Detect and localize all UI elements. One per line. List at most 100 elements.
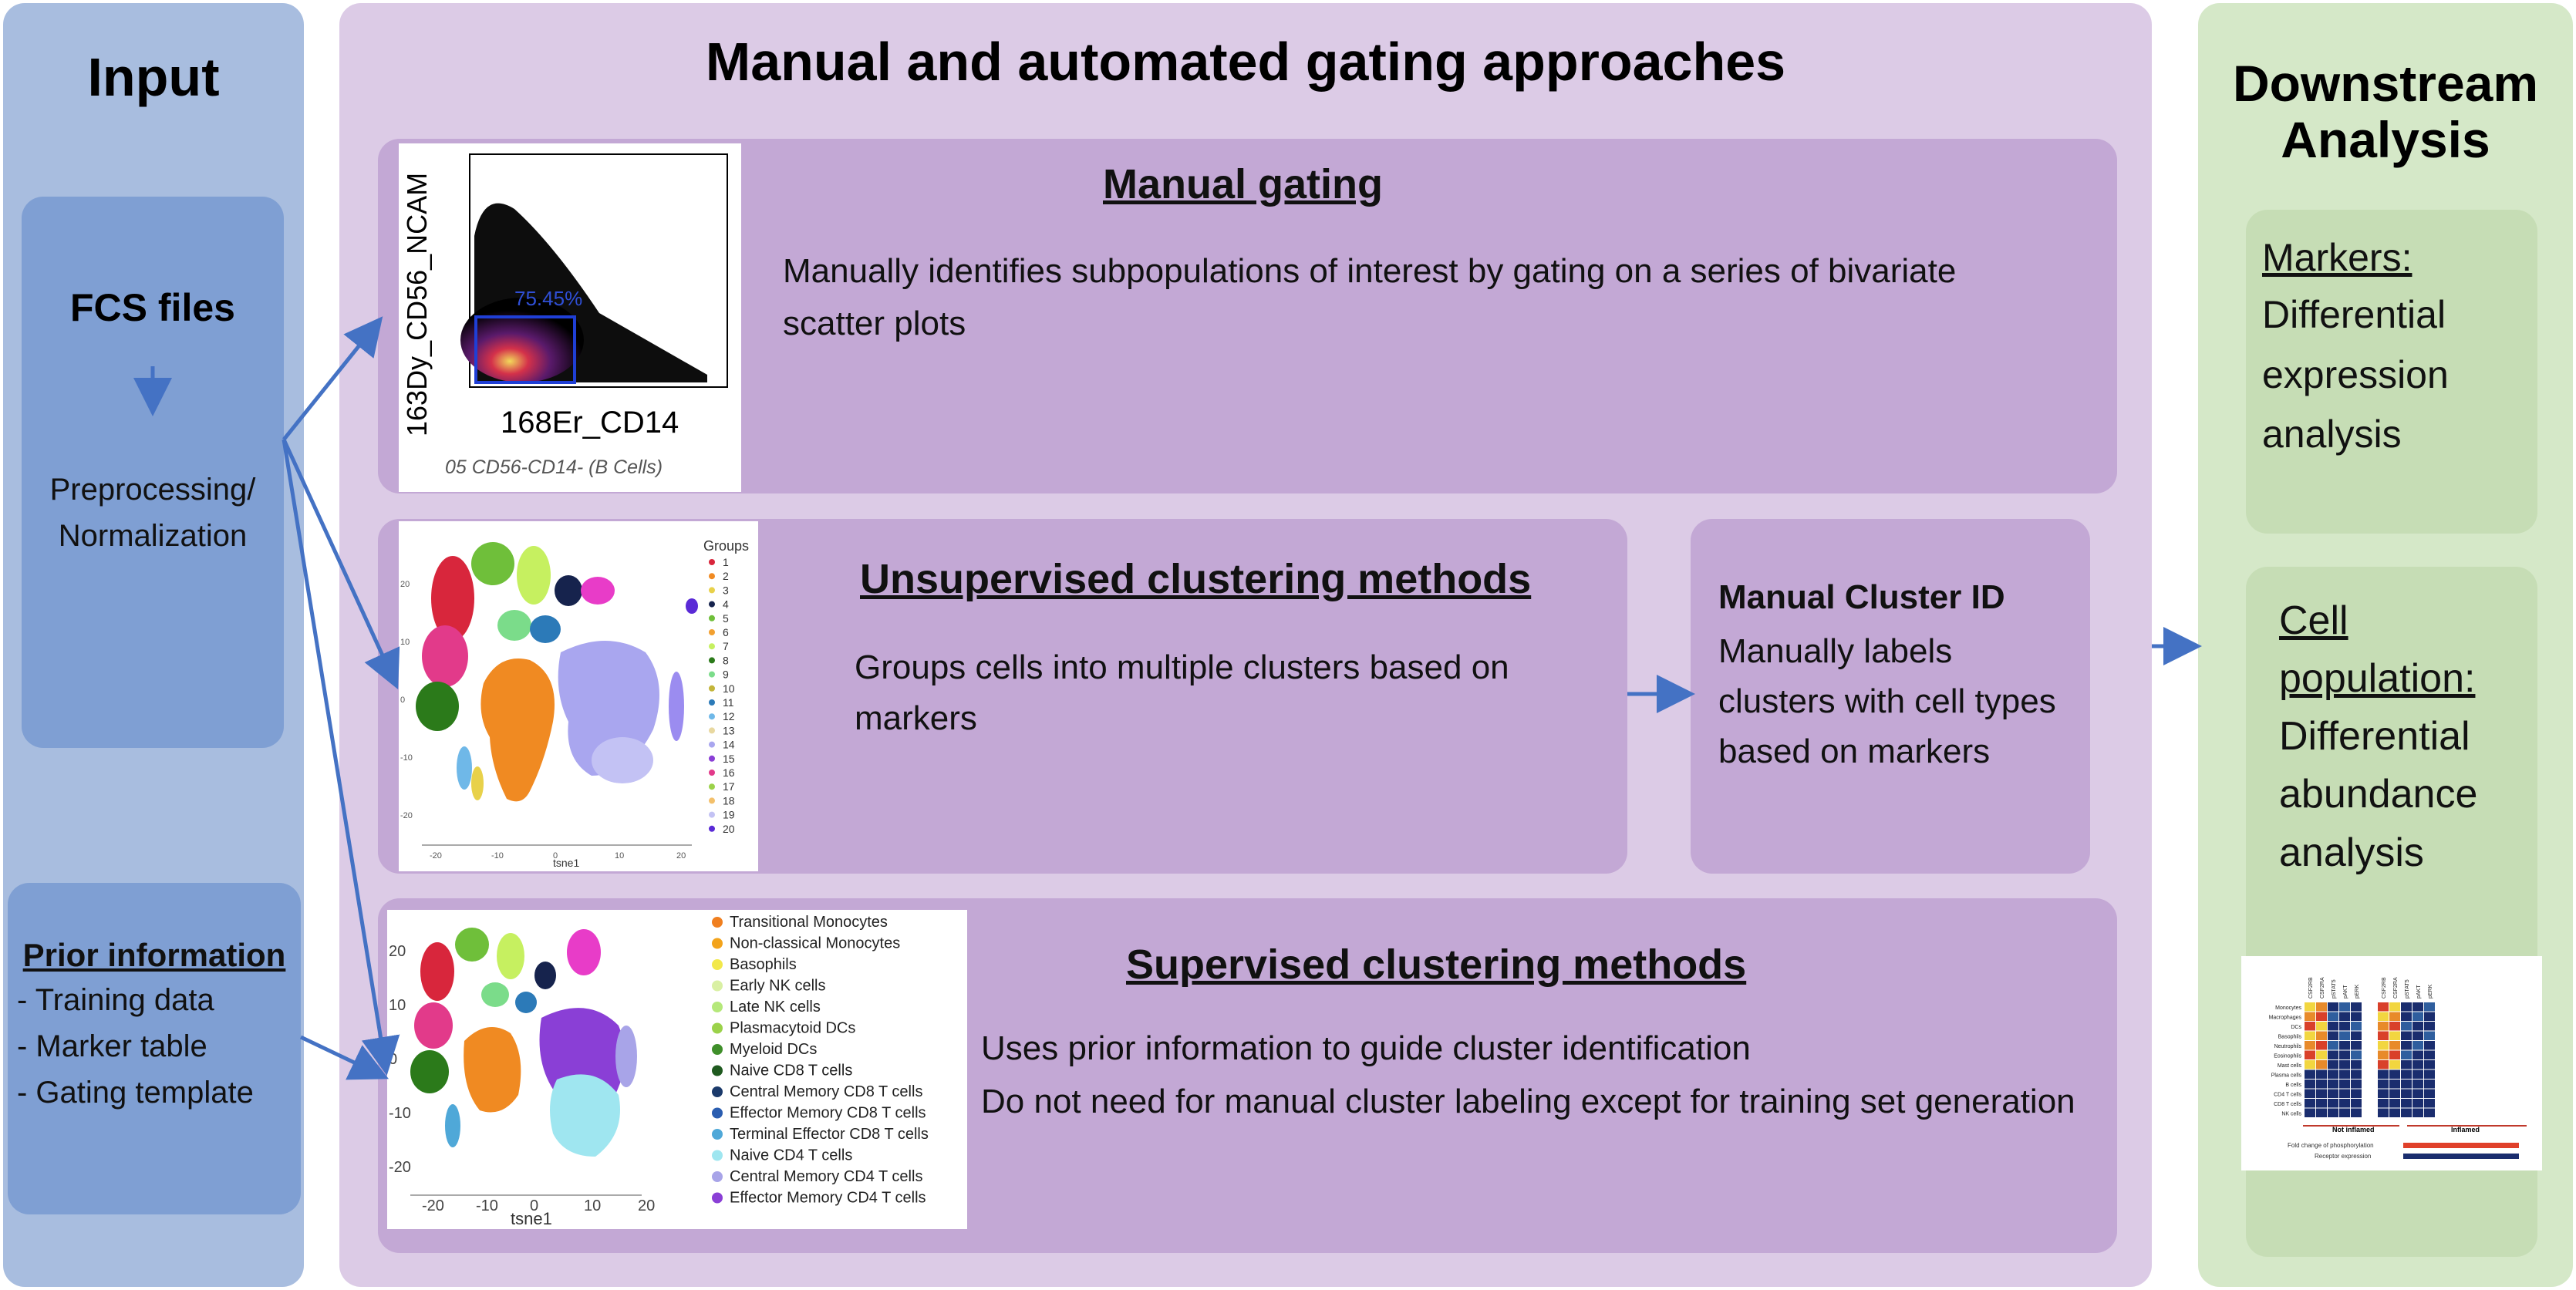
- heatmap-row-label: Plasma cells: [2271, 1073, 2302, 1079]
- heatmap-row-label: Mast cells: [2278, 1063, 2302, 1069]
- cell-type-legend-label: Terminal Effector CD8 T cells: [730, 1126, 929, 1143]
- preprocessing-label: Preprocessing/ Normalization: [49, 473, 256, 553]
- heatmap-cell: [2339, 1050, 2350, 1059]
- heatmap-cell: [2401, 1079, 2412, 1089]
- group-legend-label: 10: [723, 682, 735, 695]
- group-legend-label: 14: [723, 739, 735, 751]
- group-legend-label: 1: [723, 556, 729, 568]
- tsne-x-axis-label: tsne1: [553, 857, 579, 869]
- group-legend-swatch: [709, 770, 715, 776]
- group-legend-label: 9: [723, 669, 729, 681]
- heatmap-cell: [2412, 1060, 2423, 1069]
- heatmap-cell: [2339, 1069, 2350, 1079]
- heatmap-cell: [2305, 1050, 2315, 1059]
- cell-type-legend-label: Central Memory CD8 T cells: [730, 1083, 922, 1100]
- heatmap-cell: [2339, 1041, 2350, 1050]
- heatmap-cell: [2339, 1031, 2350, 1040]
- scatter-y-axis-label: 163Dy_CD56_NCAM: [401, 173, 433, 436]
- heatmap-cells: [2305, 1002, 2435, 1117]
- heatmap-scale-bar-2: [2403, 1154, 2519, 1159]
- heatmap-cell: [2401, 1002, 2412, 1012]
- heatmap-row-label: Monocytes: [2275, 1005, 2301, 1011]
- groups-legend-title: Groups: [703, 538, 749, 554]
- heatmap-cell: [2424, 1012, 2435, 1021]
- heatmap-cell: [2328, 1031, 2338, 1040]
- heatmap-cell: [2316, 1089, 2327, 1098]
- heatmap-cell: [2305, 1089, 2315, 1098]
- cell-type-legend-label: Effector Memory CD8 T cells: [730, 1105, 926, 1122]
- heatmap-cell: [2316, 1079, 2327, 1089]
- cell-type-legend-label: Non-classical Monocytes: [730, 935, 900, 952]
- group-legend-swatch: [709, 699, 715, 706]
- tsne-x-tick: 20: [676, 851, 686, 861]
- heatmap-cell: [2328, 1022, 2338, 1031]
- heatmap-cell: [2378, 1050, 2389, 1059]
- heatmap-cell: [2424, 1060, 2435, 1069]
- group-legend-label: 6: [723, 626, 729, 638]
- heatmap-cell: [2401, 1022, 2412, 1031]
- markers-description: Differential expression analysis: [2262, 293, 2449, 456]
- heatmap-cell: [2389, 1089, 2400, 1098]
- group-legend-label: 5: [723, 612, 729, 625]
- cell-type-legend-swatch: [712, 938, 723, 949]
- heatmap-cell: [2378, 1089, 2389, 1098]
- downstream-title: Downstream Analysis: [2232, 55, 2539, 168]
- heatmap-cell: [2412, 1012, 2423, 1021]
- tsne-y-tick: 10: [400, 638, 410, 647]
- heatmap-cell: [2424, 1050, 2435, 1059]
- prior-information-box: [8, 883, 301, 1214]
- cell-population-title: Cell population:: [2279, 598, 2476, 702]
- heatmap-column-label: CSF2RA: [2393, 977, 2399, 999]
- heatmap-cell: [2351, 1079, 2362, 1089]
- heatmap-cell: [2305, 1031, 2315, 1040]
- supervised-x-tick: -10: [476, 1197, 498, 1214]
- heatmap-cell: [2351, 1108, 2362, 1117]
- group-legend-label: 12: [723, 710, 735, 722]
- arrow-input-to-unsupervised: [282, 438, 400, 690]
- tsne-x-tick: -10: [491, 851, 504, 861]
- group-legend-swatch: [709, 601, 715, 608]
- cell-type-legend-label: Naive CD4 T cells: [730, 1147, 852, 1164]
- heatmap-cell: [2412, 1022, 2423, 1031]
- heatmap-column-label: pSTAT5: [2405, 979, 2410, 999]
- cell-type-legend-label: Naive CD8 T cells: [730, 1063, 852, 1079]
- heatmap-cell: [2424, 1002, 2435, 1012]
- heatmap-scale-label-2: Receptor expression: [2315, 1153, 2371, 1160]
- heatmap-cell: [2316, 1041, 2327, 1050]
- heatmap-cell: [2389, 1079, 2400, 1089]
- cell-population-description: Differential abundance analysis: [2279, 714, 2478, 875]
- heatmap-cell: [2378, 1108, 2389, 1117]
- supervised-clustering-description-1: Uses prior information to guide cluster …: [981, 1029, 1751, 1067]
- cell-type-legend-swatch: [712, 1086, 723, 1097]
- heatmap-cell: [2351, 1041, 2362, 1050]
- heatmap-cell: [2316, 1060, 2327, 1069]
- heatmap-cell: [2424, 1099, 2435, 1108]
- heatmap-cell: [2339, 1099, 2350, 1108]
- heatmap-cell: [2378, 1022, 2389, 1031]
- group-legend-swatch: [709, 685, 715, 692]
- group-legend-label: 19: [723, 809, 735, 821]
- heatmap-cell: [2401, 1060, 2412, 1069]
- cell-type-legend-swatch: [712, 917, 723, 928]
- gate-rectangle: [474, 315, 576, 384]
- heatmap-cell: [2316, 1050, 2327, 1059]
- scatter-density-core: [460, 298, 584, 382]
- cell-type-legend-swatch: [712, 1171, 723, 1182]
- group-legend-swatch: [709, 671, 715, 678]
- tsne-x-tick: 0: [553, 851, 558, 861]
- heatmap-cell: [2378, 1031, 2389, 1040]
- heatmap-cell: [2316, 1099, 2327, 1108]
- cell-type-legend-label: Early NK cells: [730, 978, 825, 995]
- heatmap-row-label: B cells: [2285, 1083, 2301, 1088]
- heatmap-cell: [2316, 1069, 2327, 1079]
- group-legend-swatch: [709, 629, 715, 635]
- heatmap-group-inflamed: Inflamed: [2451, 1126, 2480, 1133]
- cell-type-legend-swatch: [712, 1044, 723, 1055]
- heatmap-cell: [2412, 1079, 2423, 1089]
